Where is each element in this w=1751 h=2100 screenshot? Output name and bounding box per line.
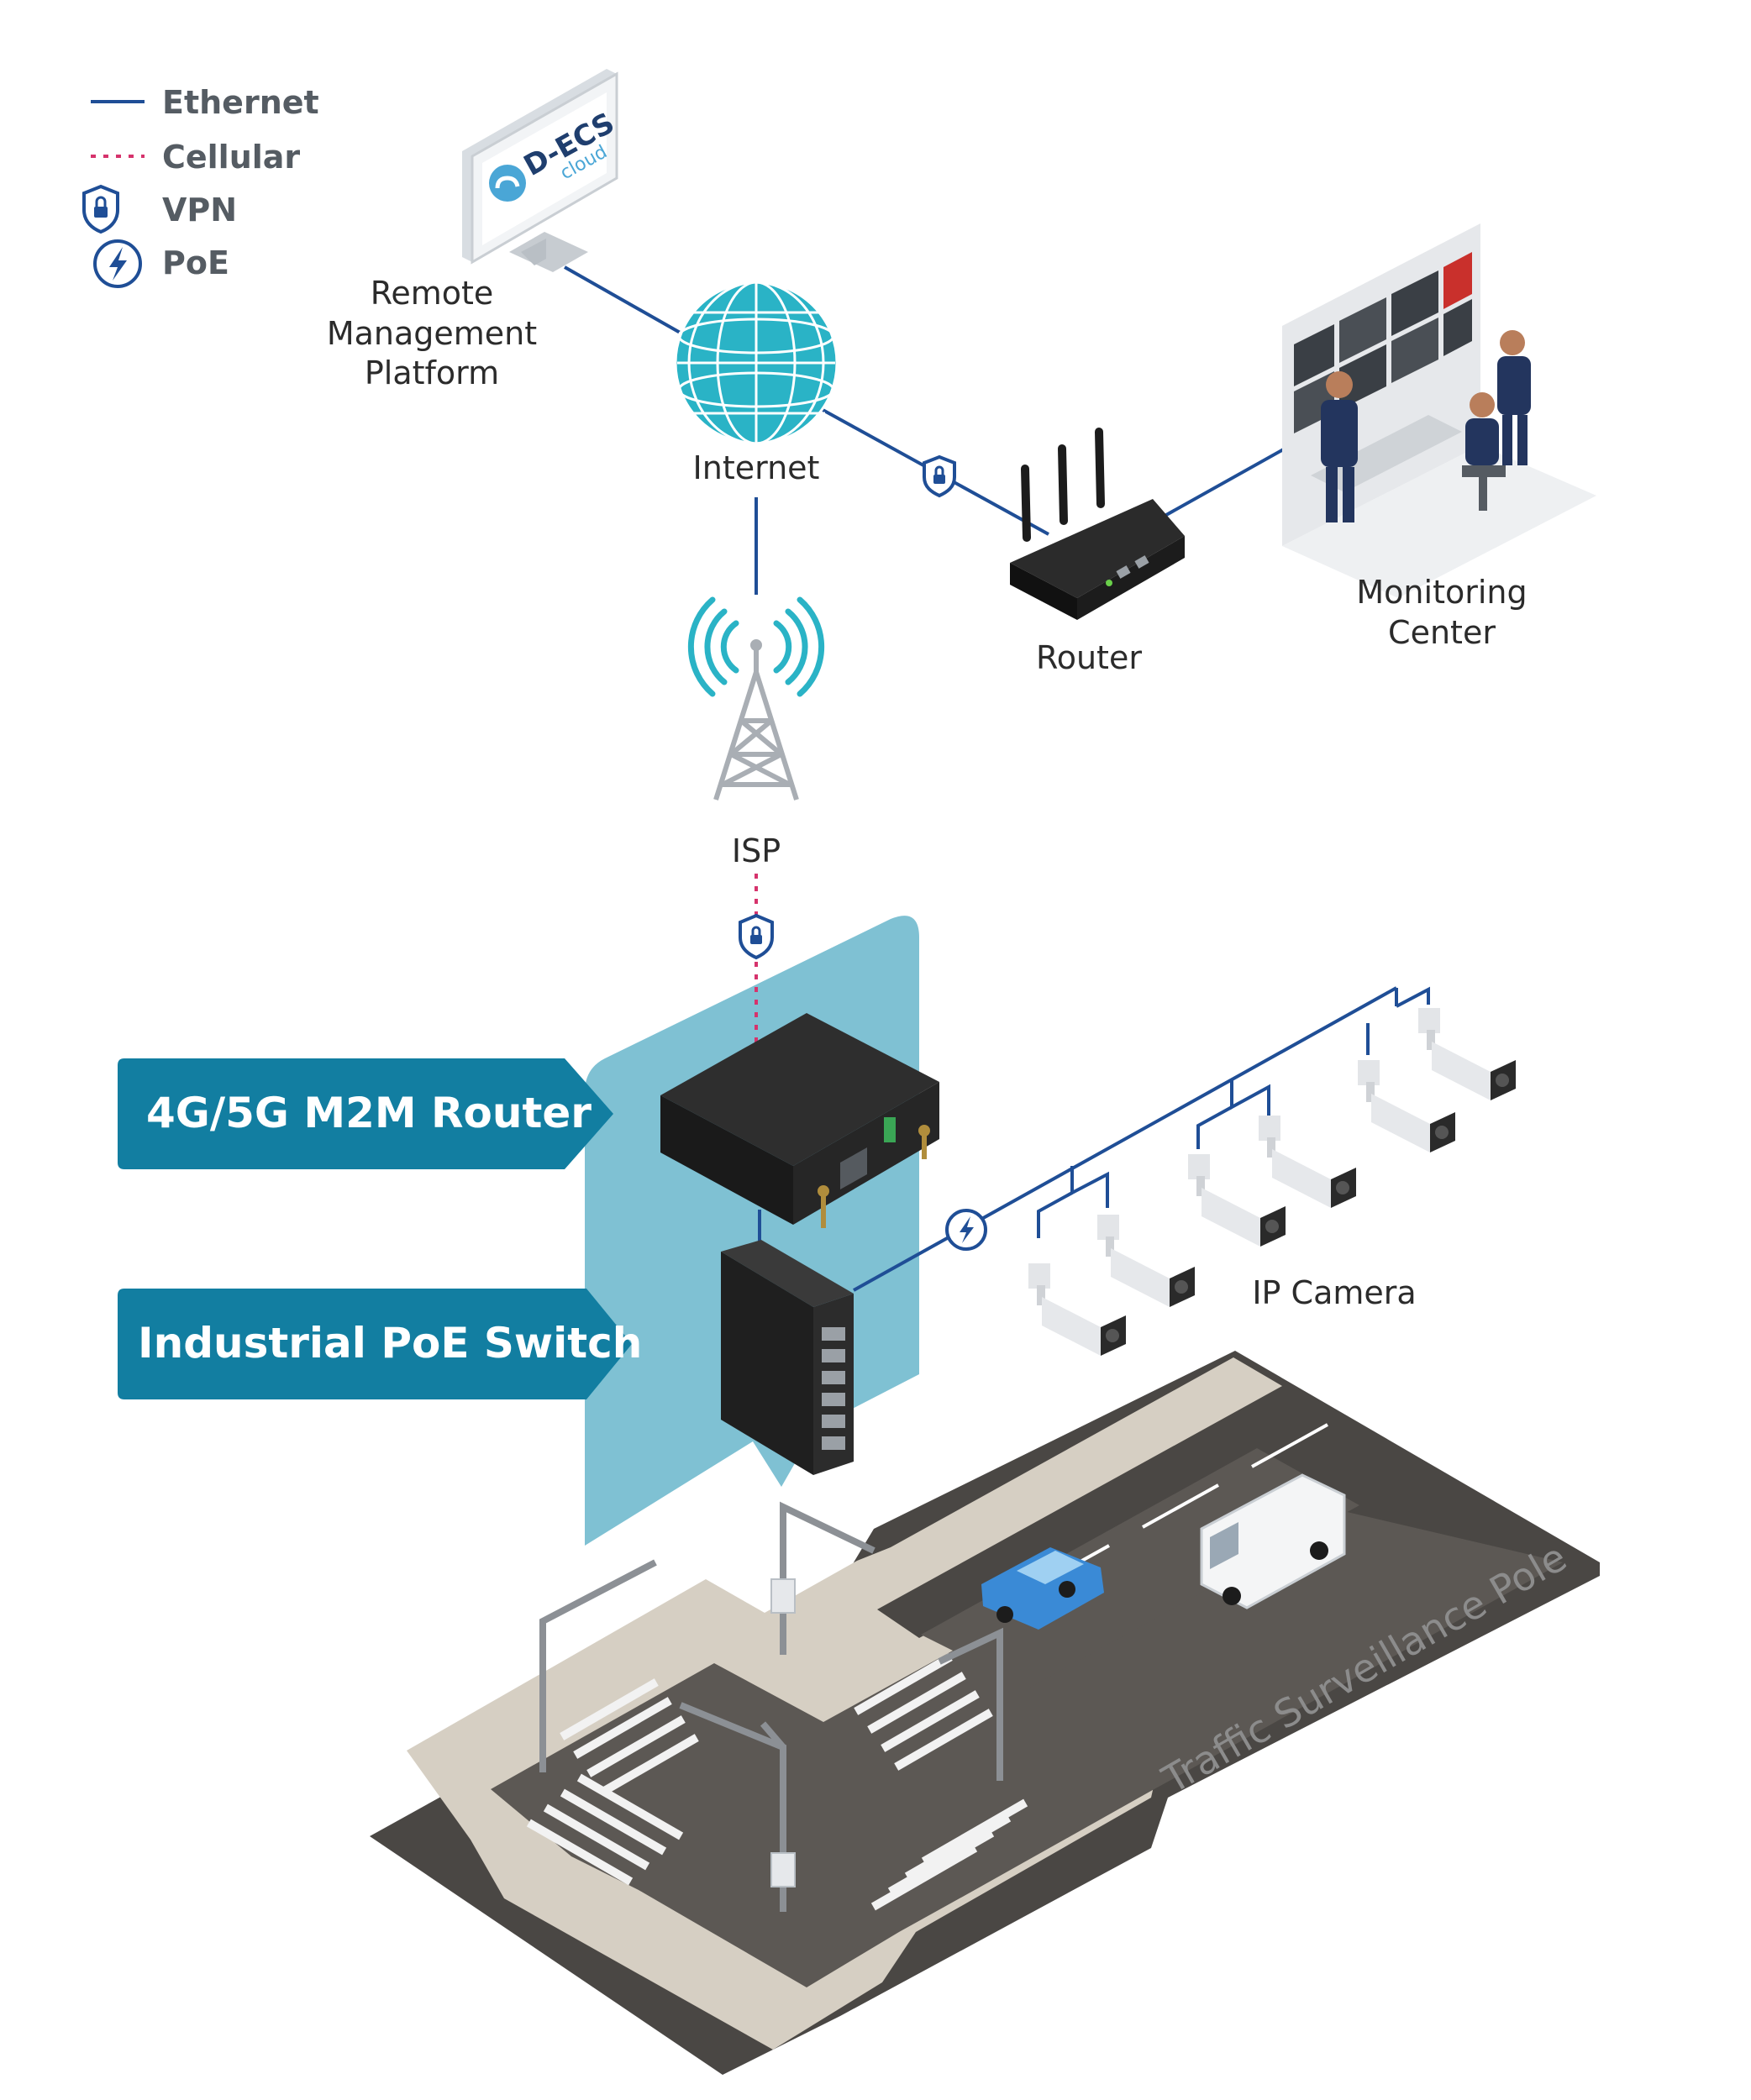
pole-control-box: [770, 1578, 796, 1614]
ip-camera-icon: [1418, 1008, 1516, 1100]
legend-ethernet-label: Ethernet: [162, 84, 319, 121]
globe-icon: [674, 281, 839, 445]
crosswalk: [526, 1773, 684, 1886]
callout-poe-switch: Industrial PoE Switch: [118, 1289, 642, 1399]
vpn-shield-icon: [739, 913, 774, 960]
link-cloud-internet: [564, 265, 690, 339]
remote-platform-label-line2: Management: [327, 315, 537, 352]
cloud-logo-icon: [489, 165, 526, 202]
highlight-panel: [585, 916, 919, 1546]
ip-camera-icon: [1259, 1116, 1356, 1208]
operator-figure: [1497, 330, 1531, 465]
vpn-shield-icon: [82, 184, 119, 234]
internet-label: Internet: [693, 449, 820, 486]
van-icon: [1200, 1473, 1346, 1609]
video-wall-screens: [1294, 252, 1472, 433]
remote-management-monitor: D-ECS cloud: [462, 69, 620, 272]
callout-poe-switch-label: Industrial PoE Switch: [138, 1319, 642, 1368]
legend-poe-label: PoE: [162, 244, 229, 281]
ip-camera-icon: [1188, 1154, 1286, 1247]
remote-platform-label-line1: Remote: [371, 275, 494, 312]
street-intersection: [370, 1351, 1600, 2075]
router-label: Router: [1036, 639, 1142, 676]
ip-camera-icon: [1028, 1263, 1126, 1356]
m2m-router-icon: [660, 1013, 939, 1228]
isp-label: ISP: [732, 832, 781, 869]
legend: Ethernet Cellular VPN PoE: [82, 84, 319, 288]
operator-figure: [1462, 392, 1506, 511]
monitoring-center-illustration: [1282, 223, 1596, 598]
ip-camera-group: [1028, 1008, 1516, 1356]
vpn-shield-icon: [923, 454, 956, 498]
poe-switch-icon: [721, 1240, 854, 1475]
link-router-monitoring: [1152, 442, 1295, 524]
callout-m2m-router: 4G/5G M2M Router: [118, 1058, 613, 1169]
remote-platform-label-line3: Platform: [365, 354, 499, 391]
crosswalk: [854, 1653, 993, 1771]
router-icon: [1010, 428, 1185, 620]
operator-figure: [1321, 371, 1358, 522]
poe-bolt-icon: [93, 239, 142, 288]
callout-m2m-router-label: 4G/5G M2M Router: [146, 1089, 592, 1137]
monitoring-center-label-line1: Monitoring: [1356, 574, 1527, 611]
pole-control-box: [770, 1852, 796, 1887]
legend-cellular-label: Cellular: [162, 139, 300, 176]
cell-tower-icon: [687, 596, 825, 801]
legend-vpn-label: VPN: [162, 192, 237, 228]
crosswalk: [870, 1798, 1028, 1911]
poe-bolt-icon: [945, 1209, 987, 1251]
monitoring-center-label-line2: Center: [1388, 614, 1496, 651]
ip-camera-icon: [1358, 1060, 1455, 1152]
poe-links-cameras: [853, 986, 1430, 1292]
ip-camera-label: IP Camera: [1252, 1274, 1416, 1311]
ip-camera-icon: [1097, 1215, 1195, 1307]
car-icon: [981, 1547, 1104, 1630]
crosswalk: [560, 1678, 699, 1796]
